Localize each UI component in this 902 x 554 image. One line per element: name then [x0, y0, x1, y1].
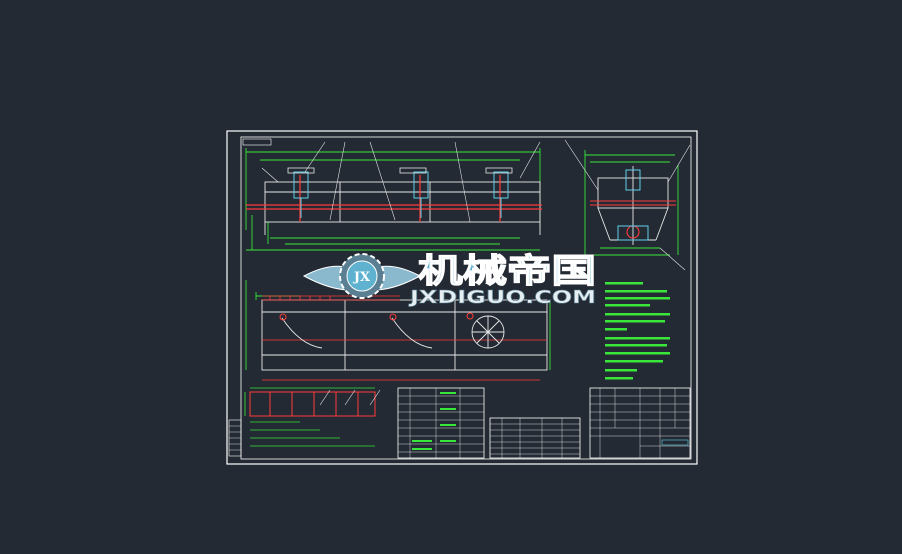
parts-table-right [489, 417, 581, 459]
watermark-domain: JXDIGUO.COM [407, 287, 596, 308]
front-view-lower [245, 280, 551, 381]
sheet-stamp [242, 138, 272, 146]
technical-requirements [605, 282, 670, 380]
front-view-upper [245, 141, 542, 251]
drawing-sheet [226, 130, 698, 465]
gear-core [346, 260, 378, 292]
watermark-title-cn: 机械帝国 [418, 251, 596, 290]
sheet-inner-frame [240, 136, 692, 460]
side-view [564, 139, 691, 271]
sheet-outer-frame [226, 130, 698, 465]
detail-view [244, 387, 381, 447]
watermark-logo: JX 机械帝国 JXDIGUO.COM [302, 250, 597, 308]
title-block [589, 387, 691, 459]
badge-letters: JX [353, 270, 371, 285]
parts-table-middle [397, 387, 485, 459]
